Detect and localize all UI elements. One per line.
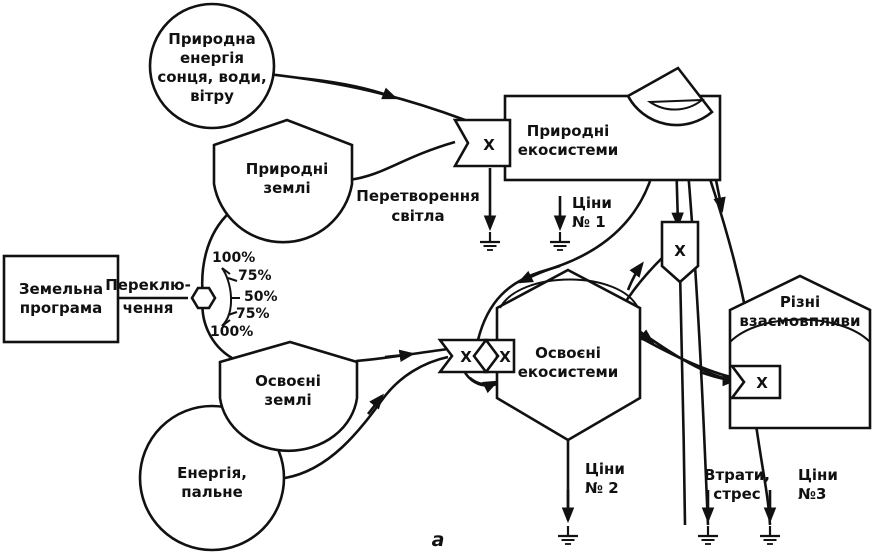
land-program-box <box>2 254 120 344</box>
ground-prices2 <box>556 524 580 546</box>
svg-text:вітру: вітру <box>190 87 234 105</box>
svg-text:стрес: стрес <box>713 485 760 503</box>
multiplier-gate-3 <box>660 220 700 284</box>
gate-2b-symbol: X <box>499 348 511 366</box>
ground-losses <box>696 524 720 546</box>
svg-text:№3: №3 <box>798 485 826 503</box>
land-program-label: Земельна програма <box>19 280 103 317</box>
svg-text:№ 1: № 1 <box>572 213 606 231</box>
natural-lands-label: Природні землі <box>246 160 328 197</box>
svg-text:Земельна: Земельна <box>19 280 103 298</box>
svg-text:№ 2: № 2 <box>585 479 619 497</box>
svg-text:Перетворення: Перетворення <box>356 187 479 205</box>
flow-natural-energy <box>247 70 466 122</box>
interactions-label: Різні взаємовпливи <box>739 293 860 330</box>
flow-natural-lands <box>348 140 456 182</box>
svg-text:землі: землі <box>264 391 311 409</box>
svg-text:100%: 100% <box>212 250 255 266</box>
svg-text:Природні: Природні <box>246 160 328 178</box>
ground-prices3 <box>758 524 782 546</box>
energy-fuel-label: Енергія, пальне <box>177 464 247 501</box>
natural-lands-storage <box>212 118 354 244</box>
svg-text:Енергія,: Енергія, <box>177 464 247 482</box>
multiplier-gate-2b <box>483 338 516 374</box>
natural-energy-source <box>148 2 276 130</box>
developed-ecosystems-label: Освоєні екосистеми <box>518 344 619 381</box>
developed-lands-label: Освоєні землі <box>255 372 321 409</box>
svg-text:програма: програма <box>20 299 103 317</box>
gate-4-symbol: X <box>756 374 768 392</box>
svg-text:Різні: Різні <box>780 293 820 311</box>
ground-prices1 <box>548 230 572 252</box>
svg-text:екосистеми: екосистеми <box>518 141 619 159</box>
developed-lands-storage <box>218 340 359 453</box>
svg-text:Переклю-: Переклю- <box>105 276 191 294</box>
svg-text:землі: землі <box>263 179 310 197</box>
natural-ecosystems-producer <box>626 66 714 127</box>
svg-text:50%: 50% <box>244 289 278 305</box>
gate-2a-symbol: X <box>460 348 472 366</box>
svg-text:сонця, води,: сонця, води, <box>157 68 266 86</box>
gate-1-symbol: X <box>483 136 495 154</box>
svg-text:Освоєні: Освоєні <box>535 344 601 362</box>
switching-label: Переклю- чення <box>105 276 191 317</box>
svg-text:екосистеми: екосистеми <box>518 363 619 381</box>
percent-scale: 100% 75% 50% 75% 100% <box>210 250 278 340</box>
svg-text:пальне: пальне <box>181 483 243 501</box>
svg-text:100%: 100% <box>210 324 253 340</box>
svg-text:взаємовпливи: взаємовпливи <box>739 312 860 330</box>
light-conversion-label: Перетворення світла <box>356 187 479 225</box>
svg-text:Освоєні: Освоєні <box>255 372 321 390</box>
svg-text:Природна: Природна <box>168 30 255 48</box>
prices-3-label: Ціни №3 <box>798 466 838 503</box>
flow-x3-out <box>678 269 687 526</box>
svg-text:енергія: енергія <box>180 49 244 67</box>
svg-text:75%: 75% <box>238 268 272 284</box>
svg-text:Втрати,: Втрати, <box>704 466 770 484</box>
svg-text:Природні: Природні <box>527 122 609 140</box>
developed-ecosystems-hex <box>495 268 642 442</box>
svg-text:чення: чення <box>123 299 174 317</box>
losses-label: Втрати, стрес <box>704 466 770 503</box>
natural-energy-label: Природна енергія сонця, води, вітру <box>157 30 266 105</box>
prices-2-label: Ціни № 2 <box>585 460 625 497</box>
natural-ecosystems-label: Природні екосистеми <box>518 122 619 159</box>
multiplier-gate-1 <box>452 118 512 168</box>
svg-text:світла: світла <box>391 207 444 225</box>
svg-text:Ціни: Ціни <box>572 194 612 212</box>
ground-light <box>478 230 502 252</box>
switch-hexagon <box>190 286 217 310</box>
figure-letter: а <box>432 529 445 551</box>
multiplier-gate-4 <box>729 364 782 400</box>
svg-text:75%: 75% <box>236 306 270 322</box>
gate-3-symbol: X <box>674 242 686 260</box>
svg-text:Ціни: Ціни <box>798 466 838 484</box>
energy-fuel-source <box>138 404 286 552</box>
svg-text:Ціни: Ціни <box>585 460 625 478</box>
prices-1-label: Ціни № 1 <box>572 194 612 231</box>
